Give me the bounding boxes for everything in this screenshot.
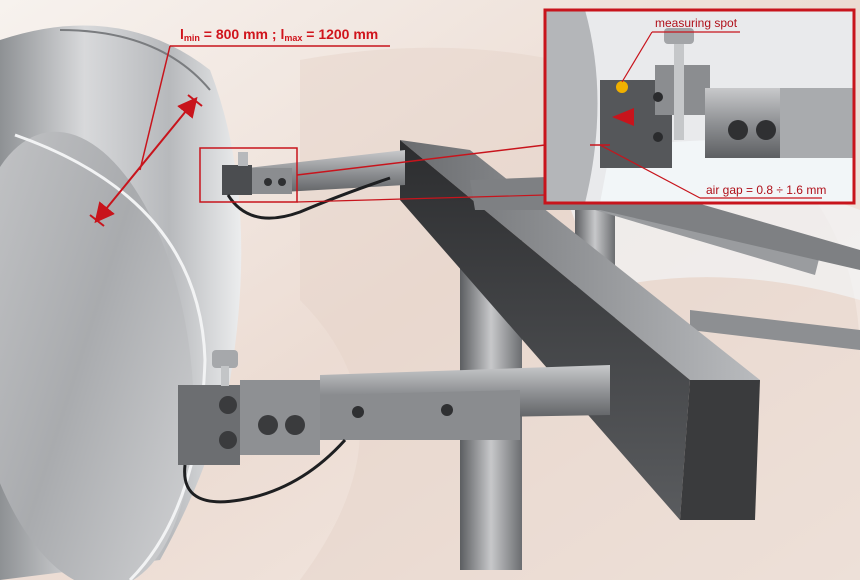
upper-sensor-block <box>252 168 292 194</box>
upper-bolt <box>278 178 286 186</box>
inset-adjust-knob <box>664 28 694 44</box>
measuring-spot-label: measuring spot <box>655 16 738 30</box>
inset-frame <box>543 8 856 205</box>
lower-bracket <box>240 380 320 455</box>
inset-bolt <box>653 92 663 102</box>
air-gap-pointer <box>612 108 634 126</box>
inset-arm-end <box>780 88 854 158</box>
crossbeam-side <box>400 140 690 520</box>
inset-bolt <box>653 132 663 142</box>
air-gap-label: air gap = 0.8 ÷ 1.6 mm <box>706 183 827 197</box>
inset-bolt <box>756 120 776 140</box>
lower-arm-bolt <box>441 404 453 416</box>
lower-sensor-cable <box>183 438 347 504</box>
lower-bolt <box>219 396 237 414</box>
upper-bolt <box>264 178 272 186</box>
drum-face <box>0 131 194 580</box>
drum-seam <box>59 29 211 91</box>
range-min-subscript: min <box>183 33 200 43</box>
zoom-connector-line <box>296 194 546 203</box>
crossbeam-end <box>680 380 760 520</box>
support-lower-tube <box>690 310 860 350</box>
range-min-text: = 800 mm ; <box>199 26 281 42</box>
zoom-inset <box>543 8 856 205</box>
lower-arm-bolt <box>352 406 364 418</box>
range-tick <box>187 94 203 107</box>
lower-adjust-stem <box>221 366 229 386</box>
inset-drum-edge <box>545 10 598 203</box>
inset-bolt <box>728 120 748 140</box>
lower-adjust-knob <box>212 350 238 368</box>
range-tick <box>89 214 105 227</box>
range-dimension-arrow <box>94 96 198 224</box>
zoom-connector-line <box>296 144 546 176</box>
range-annotation: lmin = 800 mm ; lmax = 1200 mm <box>180 26 378 43</box>
lower-bolt <box>258 415 278 435</box>
lower-bolt <box>219 431 237 449</box>
range-max-text: = 1200 mm <box>302 26 379 42</box>
upper-sensor-head <box>222 165 252 195</box>
range-max-subscript: max <box>284 33 303 43</box>
lower-arm-inner <box>320 390 520 440</box>
lower-bolt <box>285 415 305 435</box>
range-l-symbol: l <box>280 26 285 42</box>
air-gap-leader <box>599 144 701 199</box>
inset-adjust-screw <box>674 40 684 140</box>
upper-adjust-knob <box>238 152 248 166</box>
measuring-spot-marker <box>616 81 628 93</box>
upper-sensor-cable <box>226 176 391 220</box>
measuring-spot-leader <box>621 31 653 83</box>
range-l-symbol: l <box>180 26 184 42</box>
